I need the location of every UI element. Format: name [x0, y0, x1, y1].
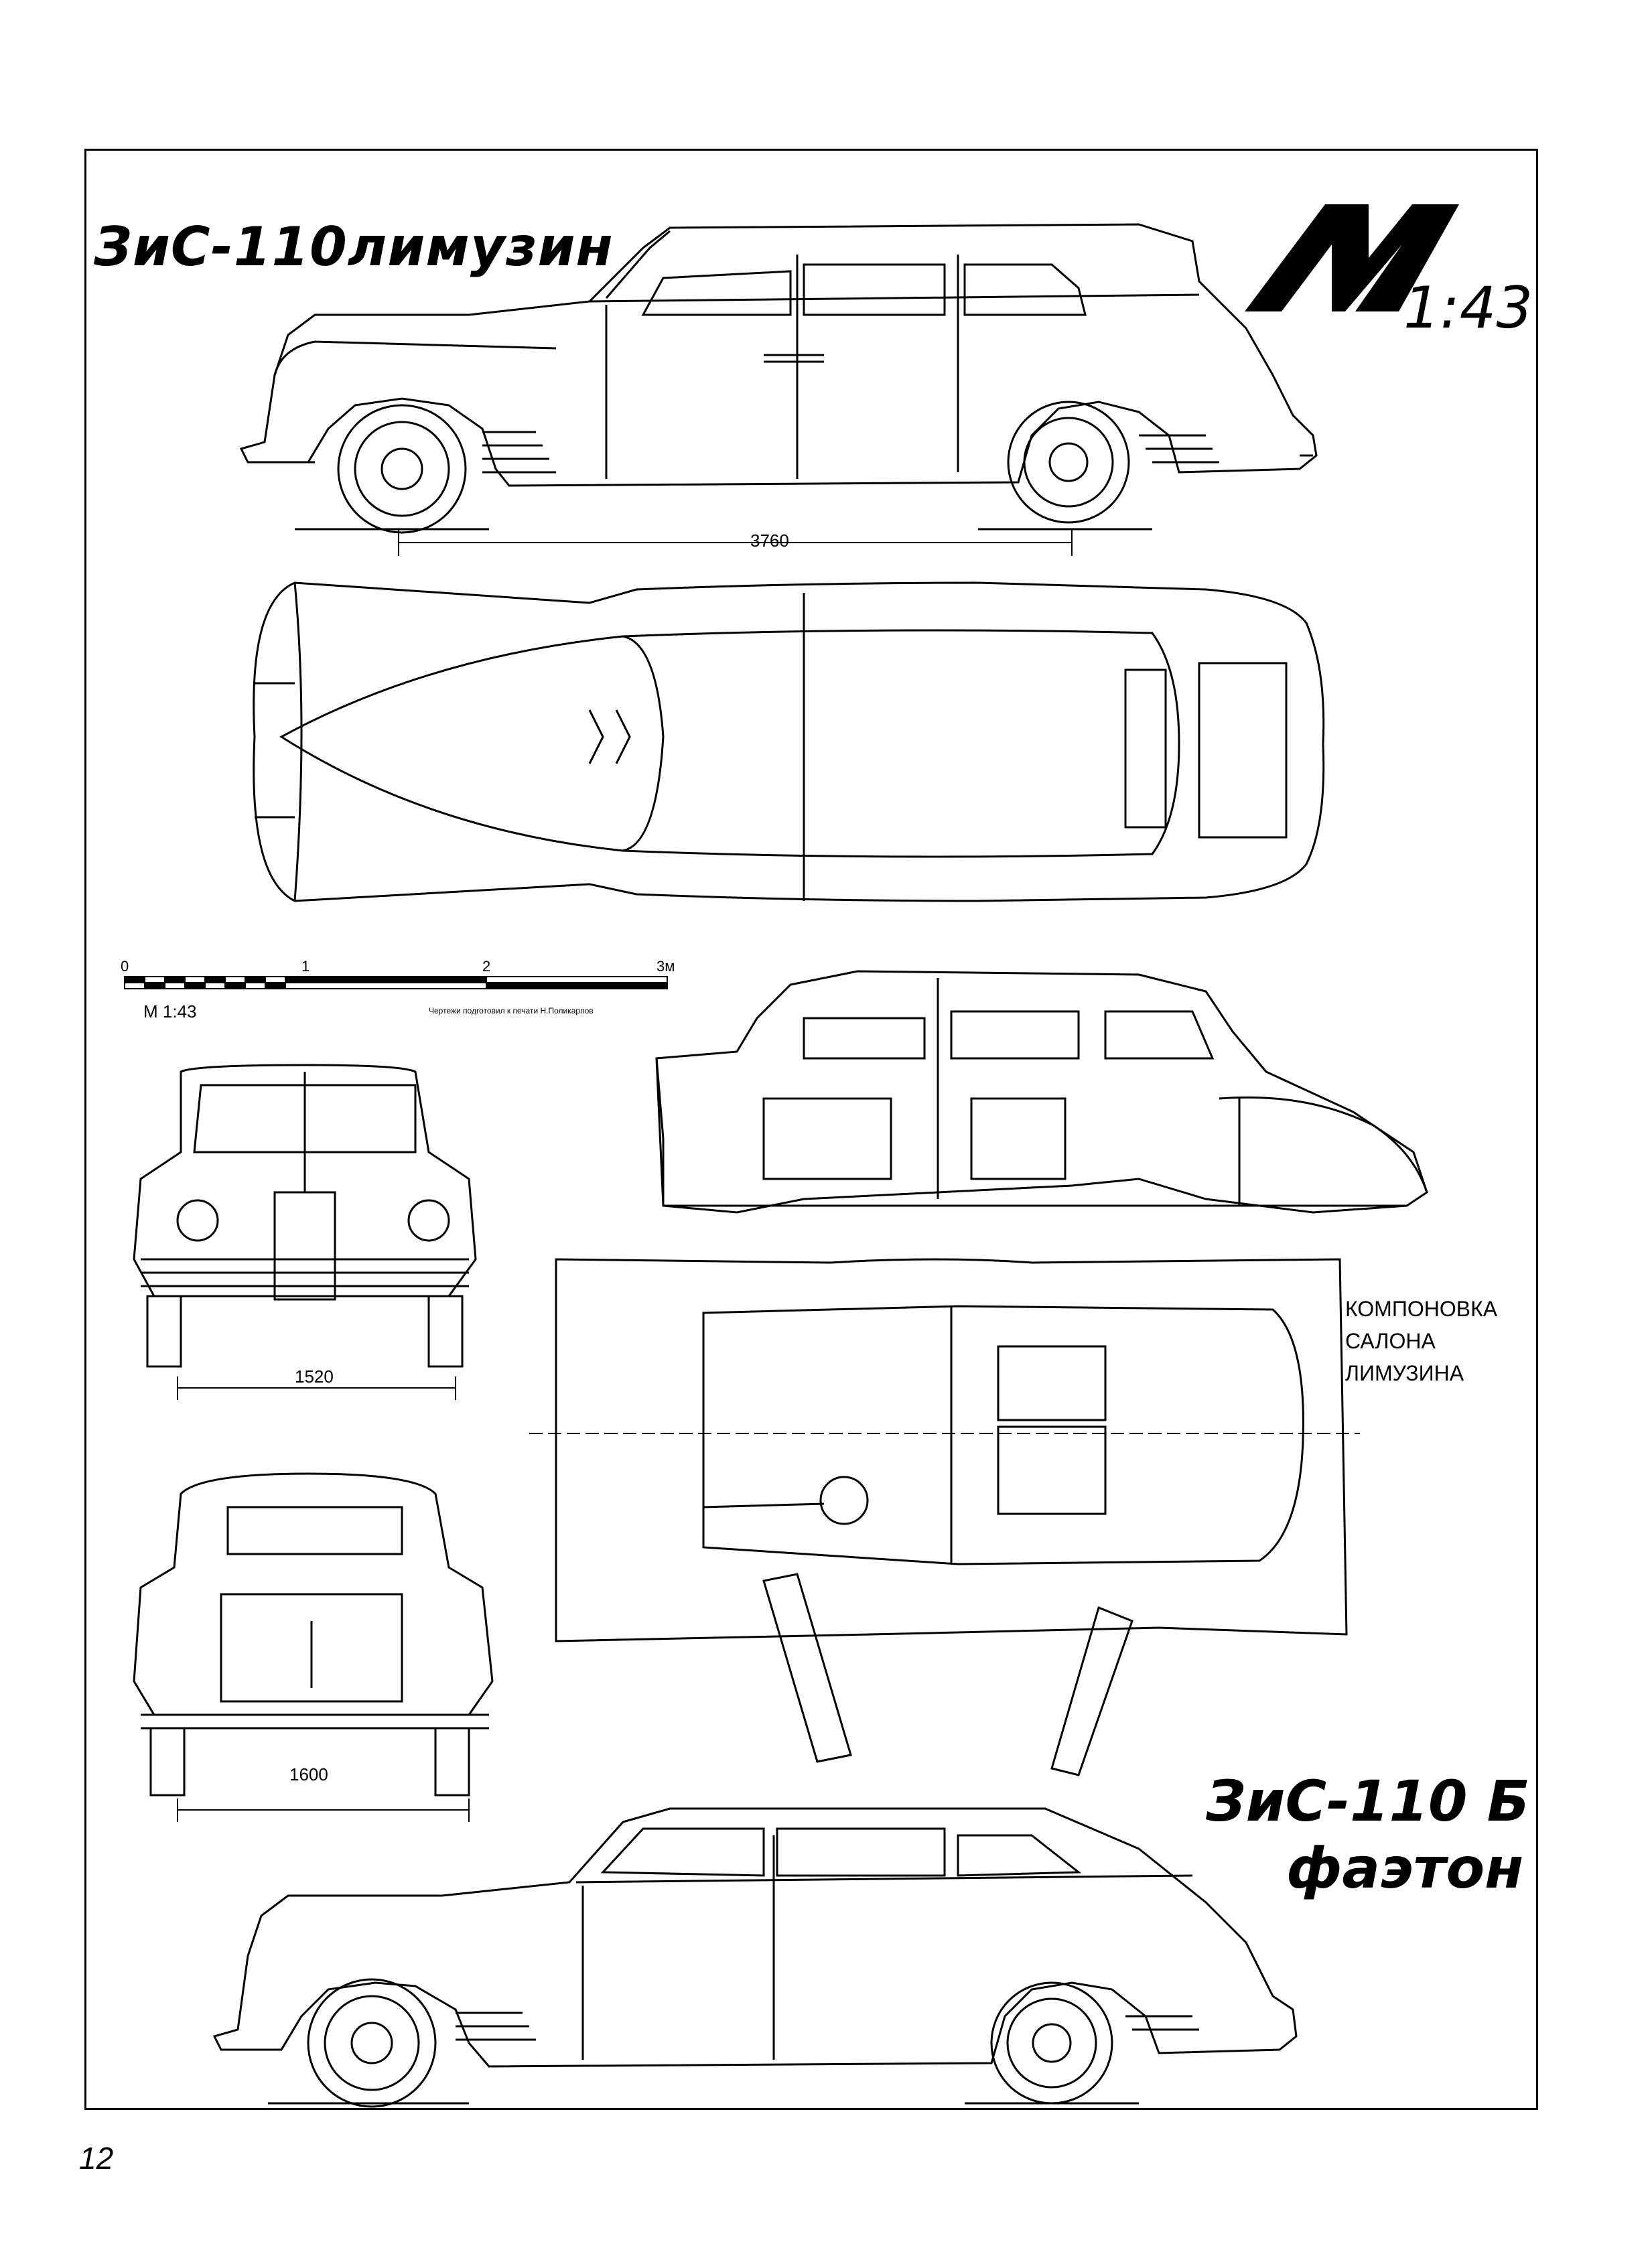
- salon-caption-line2: САЛОНА: [1345, 1329, 1436, 1353]
- drawing-frame: [84, 149, 1538, 2110]
- front-track-dimension: 1520: [295, 1366, 334, 1387]
- scale-tick-1: 1: [301, 958, 310, 975]
- salon-layout-caption: КОМПОНОВКА САЛОНА ЛИМУЗИНА: [1345, 1293, 1497, 1389]
- wheelbase-dimension: 3760: [750, 531, 789, 551]
- limousine-top-view: [253, 581, 1325, 902]
- rear-track-dimension: 1600: [289, 1764, 328, 1784]
- phaeton-title: ЗиС-110 Б: [1206, 1768, 1530, 1834]
- limousine-title: ЗиС-110лимузин: [94, 216, 614, 278]
- scale-tick-3: 3м: [657, 958, 675, 975]
- phaeton-side-view: [212, 1807, 1298, 2108]
- scale-tick-0: 0: [121, 958, 129, 975]
- page-number: 12: [79, 2141, 114, 2176]
- logo-scale: 1:43: [1403, 275, 1533, 342]
- salon-caption-line3: ЛИМУЗИНА: [1345, 1361, 1464, 1385]
- salon-caption-line1: КОМПОНОВКА: [1345, 1297, 1498, 1321]
- interior-cutaway-view: [655, 970, 1428, 1214]
- scale-bar: [124, 976, 668, 989]
- phaeton-subtitle: фаэтон: [1286, 1835, 1524, 1901]
- scale-bar-label: M 1:43: [143, 1001, 197, 1022]
- limousine-side-view: [239, 223, 1318, 556]
- front-view: [133, 1064, 477, 1400]
- rear-view: [133, 1472, 494, 1822]
- salon-layout-view: [529, 1258, 1360, 1776]
- magazine-logo-icon: [1245, 204, 1459, 311]
- scale-tick-2: 2: [482, 958, 491, 975]
- drawing-credit: Чертежи подготовил к печати Н.Поликарпов: [429, 1006, 594, 1015]
